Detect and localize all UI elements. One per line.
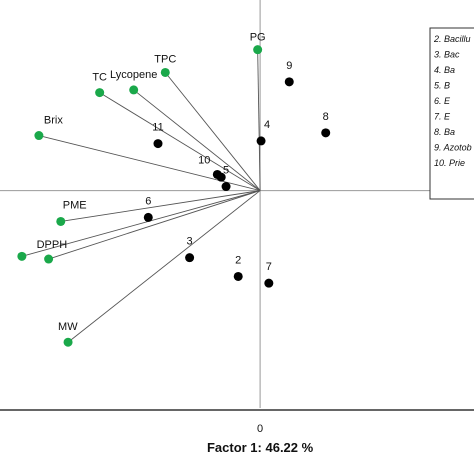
variable-label: PG <box>250 32 266 44</box>
legend: 2. Bacillu 3. Bac 4. Ba 5. B 6. E 7. E 8. Ba 9.… <box>429 27 474 200</box>
legend-entry: 6. E <box>434 96 451 106</box>
variable-label: TC <box>92 72 107 84</box>
treatment-point <box>233 271 243 281</box>
treatment-label: 4 <box>264 119 270 131</box>
variable-label: MW <box>58 321 78 333</box>
treatment-point <box>212 169 222 179</box>
variable-point <box>17 251 27 261</box>
loading-vector <box>67 190 261 343</box>
treatment-point <box>284 77 294 87</box>
x-axis-label: Factor 1: 46.22 % <box>207 440 314 455</box>
treatment-label: 11 <box>152 122 163 134</box>
variable-point <box>34 131 44 141</box>
variable-point <box>56 216 66 226</box>
legend-entry: 4. Ba <box>434 65 455 75</box>
variable-label: Lycopene <box>110 69 157 81</box>
loading-vector <box>48 190 261 260</box>
variable-point <box>44 254 54 264</box>
legend-entry: 5. B <box>434 81 450 91</box>
treatment-point <box>256 136 266 146</box>
treatment-point <box>143 212 153 222</box>
treatment-point <box>221 182 231 192</box>
treatment-point <box>264 278 274 288</box>
treatment-label: 2 <box>235 254 241 266</box>
variable-label: TPC <box>154 53 176 65</box>
legend-box <box>429 27 474 200</box>
variable-label: PME <box>63 199 87 211</box>
loading-vector <box>21 190 261 257</box>
legend-entry: 9. Azotob <box>434 143 472 153</box>
loading-vector <box>60 190 261 222</box>
variable-point <box>253 45 263 55</box>
loading-vector <box>38 135 261 192</box>
loading-vector <box>133 89 261 191</box>
treatment-point <box>321 128 331 138</box>
variable-point <box>95 88 105 98</box>
loading-vector <box>257 49 261 191</box>
treatment-label: 8 <box>323 111 329 123</box>
treatment-point <box>153 139 163 149</box>
legend-entry: 10. Prie <box>434 158 465 168</box>
variable-point <box>129 85 139 95</box>
x-tick-label: 0 <box>257 423 263 435</box>
treatment-label: 3 <box>187 236 193 248</box>
treatment-label: 10 <box>198 154 210 166</box>
legend-entry: 8. Ba <box>434 127 455 137</box>
treatment-label: 5 <box>223 165 229 177</box>
plot-frame <box>0 409 474 411</box>
variable-point <box>63 337 73 347</box>
legend-entry: 7. E <box>434 112 451 122</box>
variable-label: Brix <box>44 115 63 127</box>
legend-entry: 3. Bac <box>434 50 460 60</box>
variable-label: DPPH <box>37 239 68 251</box>
loading-vector <box>99 92 261 191</box>
legend-entry: 2. Bacillu <box>433 34 471 44</box>
treatment-point <box>185 253 195 263</box>
treatment-label: 7 <box>266 261 272 273</box>
treatment-label: 9 <box>286 60 292 72</box>
variable-point <box>160 67 170 77</box>
loading-vector <box>164 72 261 191</box>
treatment-label: 6 <box>145 195 151 207</box>
